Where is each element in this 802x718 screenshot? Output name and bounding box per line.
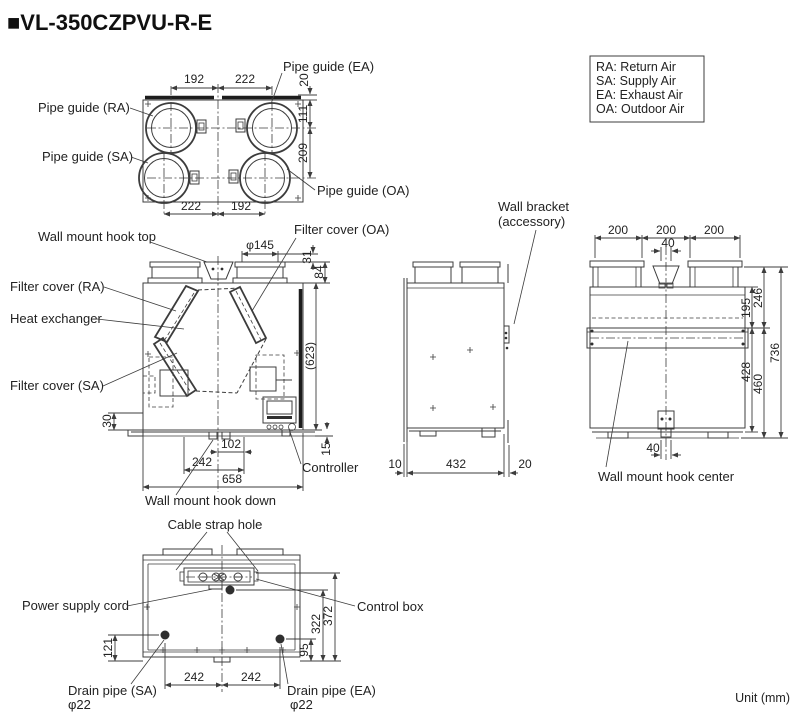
dim-111-right: 111 — [296, 105, 310, 124]
bottom-view-dimensions: 121 95 322 372 242 242 — [101, 572, 341, 689]
dim-102: 102 — [221, 437, 241, 451]
cable-strap-hole-label: Cable strap hole — [168, 517, 263, 532]
bottom-view: 121 95 322 372 242 242 Cable strap hole … — [22, 517, 424, 712]
dim-736: 736 — [768, 343, 782, 363]
rear-view-dimensions: 200 200 200 40 195 246 428 460 736 — [594, 223, 788, 459]
power-supply-cord-label: Power supply cord — [22, 598, 129, 613]
top-view-outline — [138, 84, 316, 216]
dim-31: 31 — [300, 250, 314, 264]
side-view-dimensions: 10 432 20 — [388, 434, 532, 477]
dim-432: 432 — [446, 457, 466, 471]
page-title: ■VL-350CZPVU-R-E — [7, 10, 212, 35]
dim-84: 84 — [312, 265, 326, 279]
dim-20-right: 20 — [297, 73, 311, 87]
dim-460: 460 — [751, 374, 765, 394]
dim-222-bottom: 222 — [181, 199, 201, 213]
side-view-outline — [403, 261, 510, 443]
wall-mount-hook-top-label: Wall mount hook top — [38, 229, 156, 244]
heat-exchanger-label: Heat exchanger — [10, 311, 102, 326]
top-view-dimensions: 192 222 222 192 20 111 209 — [163, 72, 317, 217]
wall-mount-hook-center-label: Wall mount hook center — [598, 469, 735, 484]
legend-box — [589, 55, 705, 123]
legend-oa: OA: Outdoor Air — [596, 102, 684, 116]
pipe-guide-ra-label: Pipe guide (RA) — [38, 100, 130, 115]
front-view: φ145 31 84 (623) 30 15 102 — [10, 222, 389, 508]
bottom-view-callouts: Cable strap hole Power supply cord Contr… — [22, 517, 424, 712]
dim-10: 10 — [388, 457, 402, 471]
drain-pipe-ea-dia: φ22 — [290, 697, 313, 712]
control-box-label: Control box — [357, 599, 424, 614]
dim-15: 15 — [319, 442, 333, 456]
legend: RA: Return Air SA: Supply Air EA: Exhaus… — [589, 55, 705, 123]
side-view: 10 432 20 Wall bracket (accessory) — [388, 199, 569, 477]
rear-view-outline — [586, 246, 749, 460]
wall-bracket-label-line1: Wall bracket — [498, 199, 569, 214]
dim-242: 242 — [192, 455, 212, 469]
front-view-callouts: Wall mount hook top Filter cover (OA) Fi… — [10, 222, 389, 508]
controller-label: Controller — [302, 460, 359, 475]
dim-95: 95 — [297, 643, 311, 657]
drain-pipe-sa-label: Drain pipe (SA) — [68, 683, 157, 698]
top-view-callouts: Pipe guide (EA) Pipe guide (RA) Pipe gui… — [38, 59, 410, 198]
dim-192-top: 192 — [184, 72, 204, 86]
dim-658: 658 — [222, 472, 242, 486]
legend-ra: RA: Return Air — [596, 60, 676, 74]
dim-246: 246 — [751, 288, 765, 308]
dim-40-top: 40 — [661, 236, 675, 250]
pipe-guide-ea-label: Pipe guide (EA) — [283, 59, 374, 74]
dim-30: 30 — [100, 414, 114, 428]
side-view-callouts: Wall bracket (accessory) — [498, 199, 569, 325]
dim-195: 195 — [739, 298, 753, 318]
dim-20: 20 — [518, 457, 532, 471]
dim-242-left: 242 — [184, 670, 204, 684]
rear-view-callouts: Wall mount hook center — [598, 340, 735, 484]
drain-pipe-sa-dia: φ22 — [68, 697, 91, 712]
dim-209-right: 209 — [296, 143, 310, 163]
dim-200-b: 200 — [656, 223, 676, 237]
dim-200-c: 200 — [704, 223, 724, 237]
dim-372: 372 — [321, 606, 335, 626]
dim-121: 121 — [101, 638, 115, 658]
drain-pipe-ea-label: Drain pipe (EA) — [287, 683, 376, 698]
dim-428: 428 — [739, 362, 753, 382]
unit-note: Unit (mm) — [735, 691, 790, 705]
filter-cover-oa-label: Filter cover (OA) — [294, 222, 389, 237]
filter-cover-ra-label: Filter cover (RA) — [10, 279, 105, 294]
dim-222-top: 222 — [235, 72, 255, 86]
legend-ea: EA: Exhaust Air — [596, 88, 683, 102]
dim-40-bottom: 40 — [646, 441, 660, 455]
front-view-dimensions: φ145 31 84 (623) 30 15 102 — [100, 238, 333, 491]
pipe-guide-oa-label: Pipe guide (OA) — [317, 183, 410, 198]
dim-322: 322 — [309, 614, 323, 634]
dim-phi145: φ145 — [246, 238, 274, 252]
front-view-outline — [127, 256, 315, 492]
wall-bracket-label-line2: (accessory) — [498, 214, 565, 229]
bottom-view-outline — [142, 545, 301, 692]
dim-623: (623) — [303, 342, 317, 370]
dim-200-a: 200 — [608, 223, 628, 237]
dim-242-right: 242 — [241, 670, 261, 684]
dim-192-bottom: 192 — [231, 199, 251, 213]
filter-cover-sa-label: Filter cover (SA) — [10, 378, 104, 393]
rear-view: 200 200 200 40 195 246 428 460 736 — [586, 223, 788, 484]
legend-sa: SA: Supply Air — [596, 74, 676, 88]
wall-mount-hook-down-label: Wall mount hook down — [145, 493, 276, 508]
top-view: 192 222 222 192 20 111 209 Pipe guide (E… — [38, 59, 410, 217]
pipe-guide-sa-label: Pipe guide (SA) — [42, 149, 133, 164]
